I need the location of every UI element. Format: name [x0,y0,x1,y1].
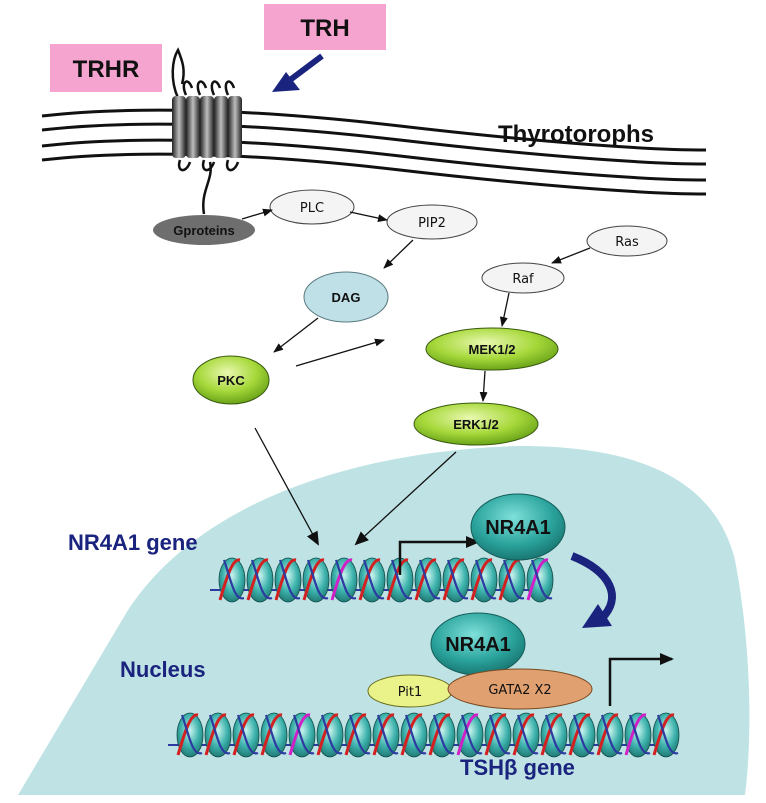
node-mek: MEK1/2 [425,327,559,371]
dag-label: DAG [332,290,361,305]
mek-label: MEK1/2 [469,342,516,357]
gata2-label: GATA2 X2 [488,683,551,698]
erk-label: ERK1/2 [453,417,499,432]
trhr-receptor [171,47,242,215]
node-plc: PLC [269,189,355,225]
ras-label: Ras [615,235,639,250]
plc-label: PLC [300,201,324,216]
trh-arrow [272,53,324,92]
arrow-pip2-dag [383,239,414,269]
arrow-mek-erk [479,370,488,402]
translocation-arrow [570,552,616,628]
arrow-erk-gene [354,451,457,546]
nucleus-label: Nucleus [120,657,206,682]
trhr-label: TRHR [73,56,140,83]
nr4a1-protein-bottom-label: NR4A1 [445,634,511,656]
arrow-dag-pkc [273,317,319,353]
gata2-factor: GATA2 X2 [447,668,593,710]
nr4a1-transcription-arrow [398,536,480,575]
raf-label: Raf [512,272,534,287]
arrow-ras-raf [551,247,591,264]
nucleus-region [18,446,750,795]
nr4a1-protein-top-label: NR4A1 [485,517,551,539]
node-erk: ERK1/2 [413,402,539,446]
nr4a1-protein-bottom: NR4A1 [430,612,526,676]
arrow-gproteins-plc [241,208,273,220]
node-gproteins: Gproteins [153,215,255,245]
arrow-raf-mek [499,292,510,327]
node-dag: DAG [303,271,389,323]
nr4a1-protein-top: NR4A1 [470,493,566,561]
tshb-transcription-arrow [608,653,674,706]
tshb-gene-dna [168,712,680,758]
plasma-membrane [41,108,707,196]
trh-label: TRH [300,15,349,42]
nr4a1-gene-label: NR4A1 gene [68,530,198,555]
cell-type-label: Thyrotorophs [498,121,654,148]
node-ras: Ras [586,225,668,257]
pit1-label: Pit1 [398,685,423,700]
pit1-factor: Pit1 [367,674,453,708]
trh-label-box [264,4,386,50]
tshb-gene-label: TSHβ gene [460,755,575,780]
node-pip2: PIP2 [386,204,478,240]
arrow-pkc-gene [254,427,319,546]
pip2-label: PIP2 [418,216,446,231]
nr4a1-gene-dna [210,557,554,603]
node-pkc: PKC [192,355,270,405]
arrow-plc-pip2 [349,211,388,223]
pathway-arrows [241,208,591,546]
pkc-label: PKC [217,373,245,388]
node-raf: Raf [481,262,565,294]
gproteins-label: Gproteins [173,223,234,238]
trhr-label-box [50,44,162,92]
arrow-pkc-mek [295,338,385,367]
